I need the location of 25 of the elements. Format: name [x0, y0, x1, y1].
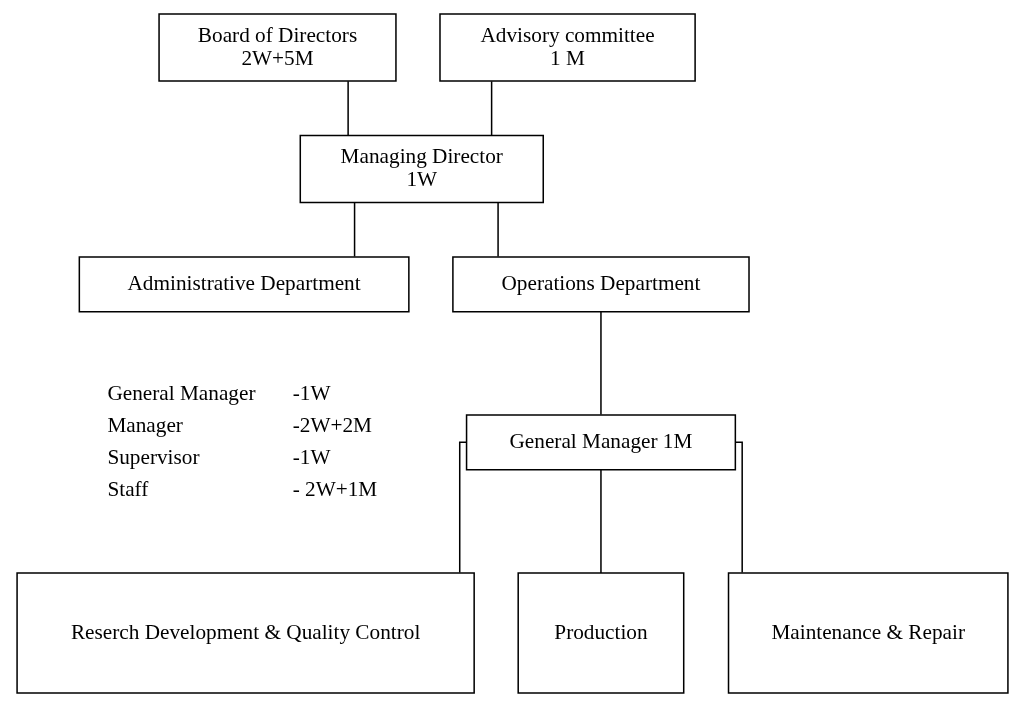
connector — [490, 80, 493, 137]
label: General Manager — [107, 381, 256, 406]
node-box: Reserch Development & Quality Control — [16, 572, 475, 694]
node-box: Advisory committee 1 M — [439, 13, 696, 82]
connector — [600, 311, 602, 416]
label: -1W — [292, 444, 331, 469]
connector — [497, 202, 499, 258]
label: Staff — [107, 476, 149, 501]
node-box: Managing Director 1W — [299, 134, 544, 204]
label: Supervisor — [107, 444, 200, 469]
node-box: General Manager 1M — [465, 414, 737, 471]
label: -1W — [292, 381, 331, 406]
connector — [353, 202, 356, 258]
label: - 2W+1M — [292, 476, 378, 501]
connector — [734, 441, 743, 574]
node-box: Maintenance & Repair — [727, 572, 1009, 694]
node-box: Operations Department — [452, 256, 750, 313]
node-box: Board of Directors 2W+5M — [158, 13, 397, 82]
label: -2W+2M — [292, 413, 372, 438]
label: Manager — [107, 413, 183, 438]
connector — [347, 80, 349, 137]
node-box: Administrative Department — [78, 256, 410, 313]
connector — [458, 441, 468, 574]
connector — [600, 469, 602, 574]
node-box: Production — [517, 572, 685, 694]
